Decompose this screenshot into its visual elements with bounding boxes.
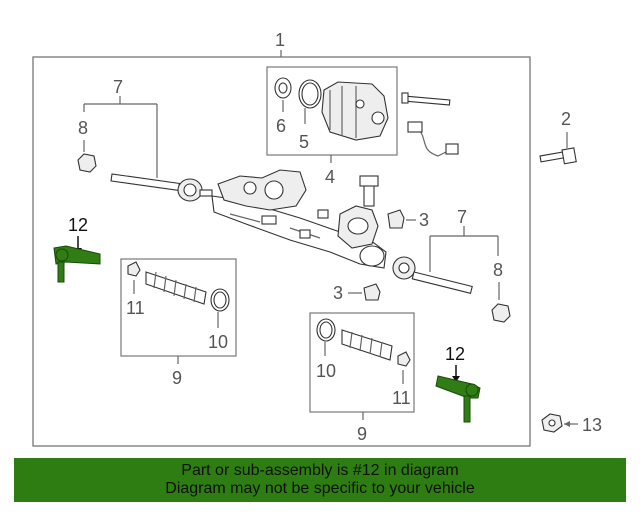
callout-7-right[interactable]: 7: [457, 207, 467, 227]
nut-outer-part[interactable]: [541, 413, 563, 433]
inner-tie-rod-left-part[interactable]: [110, 173, 213, 202]
sensor-harness-part[interactable]: [401, 92, 459, 157]
banner-line-2: Diagram may not be specific to your vehi…: [165, 480, 475, 497]
callout-1[interactable]: 1: [275, 30, 285, 50]
callout-8-right[interactable]: 8: [493, 260, 503, 280]
callout-4[interactable]: 4: [325, 167, 335, 187]
banner-line-1: Part or sub-assembly is #12 in diagram: [181, 462, 459, 479]
callout-11-left[interactable]: 11: [126, 298, 145, 318]
boot-right-frame: [309, 312, 415, 413]
small-clamp-left-part[interactable]: [127, 261, 141, 277]
rack-housing-part[interactable]: [211, 169, 387, 269]
callout-8-left[interactable]: 8: [78, 118, 88, 138]
callout-12-left[interactable]: 12: [68, 215, 88, 235]
info-banner: Part or sub-assembly is #12 in diagram D…: [14, 458, 626, 502]
nut-right-part[interactable]: [491, 303, 511, 323]
callout-3-lower[interactable]: 3: [333, 283, 343, 303]
callout-10-left[interactable]: 10: [208, 332, 228, 352]
callout-11-right[interactable]: 11: [392, 388, 411, 408]
callout-9-right[interactable]: 9: [357, 424, 367, 444]
boot-left-part[interactable]: [145, 271, 207, 305]
bearing-part[interactable]: [274, 77, 292, 99]
motor-part[interactable]: [321, 81, 389, 141]
callout-7-left[interactable]: 7: [113, 77, 123, 97]
bolt-part[interactable]: [539, 147, 577, 165]
parts-diagram: 1 4 6 5 2 7 8: [32, 30, 602, 447]
inner-tie-rod-right-part[interactable]: [392, 256, 473, 294]
callout-10-right[interactable]: 10: [316, 361, 336, 381]
outer-tie-rod-right-part[interactable]: [435, 375, 481, 423]
seal-part[interactable]: [298, 79, 322, 109]
callout-9-left[interactable]: 9: [172, 368, 182, 388]
nut-left-part[interactable]: [77, 153, 97, 173]
callout-2[interactable]: 2: [561, 109, 571, 129]
outer-tie-rod-left-part[interactable]: [53, 245, 101, 283]
callout-6[interactable]: 6: [276, 116, 286, 136]
callout-3-upper[interactable]: 3: [419, 210, 429, 230]
mount-bushing-upper-part[interactable]: [387, 209, 405, 229]
clamp-left-part[interactable]: [210, 288, 230, 312]
mount-bushing-lower-part[interactable]: [363, 283, 381, 301]
callout-12-right[interactable]: 12: [445, 344, 465, 364]
callout-13[interactable]: 13: [582, 415, 602, 435]
small-clamp-right-part[interactable]: [397, 351, 411, 367]
boot-right-part[interactable]: [341, 329, 393, 361]
clamp-right-part[interactable]: [316, 318, 336, 342]
motor-subassembly-frame: [266, 66, 398, 156]
callout-5[interactable]: 5: [299, 132, 309, 152]
